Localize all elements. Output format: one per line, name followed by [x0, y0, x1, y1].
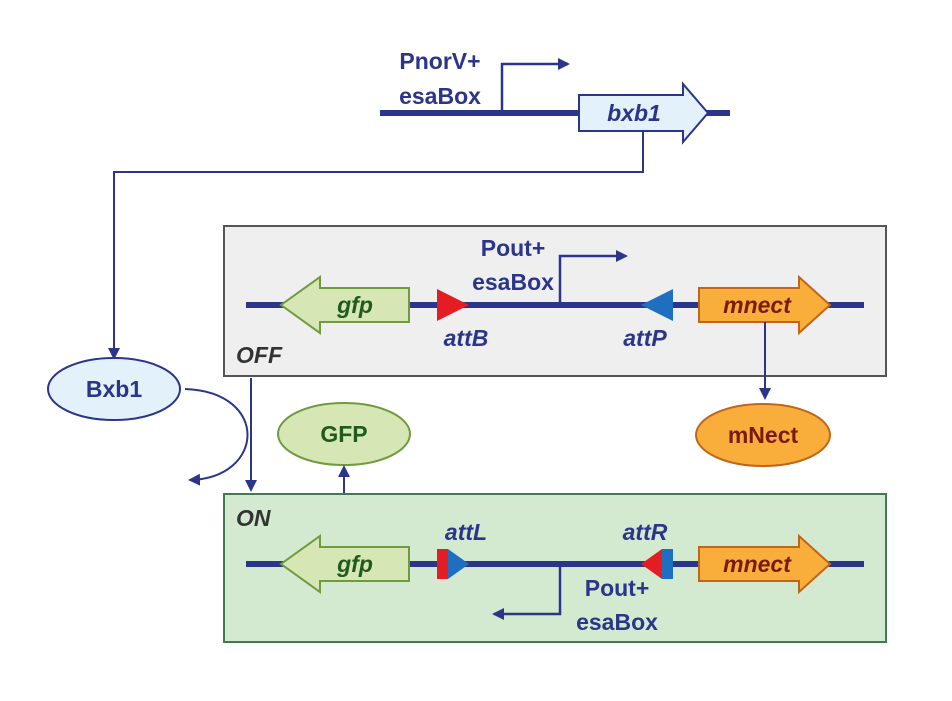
- recombination-curved-arrow-icon: [184, 388, 249, 486]
- bxb1-expression-arrow: [108, 131, 644, 360]
- on-mnect-gene-arrow: [698, 533, 832, 595]
- top-promoter-label-line2: esaBox: [399, 83, 481, 109]
- gfp-protein-label: GFP: [320, 421, 367, 447]
- bxb1-protein-ellipse: [47, 357, 181, 421]
- attl-site-marker: [437, 549, 469, 579]
- top-construct: PnorV+ esaBox bxb1: [380, 48, 730, 145]
- off-state-panel: gfp attB Pout+ esaBox attP mnect OFF: [223, 225, 887, 377]
- off-gfp-gene-label: gfp: [336, 292, 373, 318]
- on-promoter-label-line1: Pout+: [585, 575, 650, 601]
- on-gfp-gene-label: gfp: [336, 551, 373, 577]
- off-mnect-gene-arrow: [698, 274, 832, 336]
- top-promoter-bent-arrow-icon: [500, 58, 570, 111]
- top-promoter-label-line1: PnorV+: [399, 48, 480, 74]
- bxb1-gene-label: bxb1: [607, 100, 661, 126]
- on-promoter-bent-arrow-icon: [492, 566, 562, 620]
- attb-site-marker: [437, 289, 469, 321]
- on-state-panel: gfp attL Pout+ esaBox attR mnect ON: [223, 493, 887, 643]
- attr-red-part: [641, 549, 662, 579]
- attl-blue-part: [448, 549, 469, 579]
- on-attl-label: attL: [445, 519, 487, 545]
- off-attb-label: attB: [444, 325, 489, 351]
- attl-red-part: [437, 549, 448, 579]
- on-promoter-label-line2: esaBox: [576, 609, 658, 635]
- bxb1-protein-label: Bxb1: [86, 376, 142, 402]
- off-mnect-gene-label: mnect: [723, 292, 792, 318]
- mnect-protein-ellipse: [695, 403, 831, 467]
- bxb1-gene-arrow: [578, 81, 710, 145]
- attr-blue-part: [662, 549, 673, 579]
- on-state-label: ON: [236, 505, 271, 531]
- attp-site-marker: [641, 289, 673, 321]
- on-attr-label: attR: [623, 519, 668, 545]
- off-promoter-label-line1: Pout+: [481, 235, 546, 261]
- off-state-label: OFF: [236, 342, 283, 368]
- off-promoter-bent-arrow-icon: [558, 250, 628, 303]
- off-attp-label: attP: [623, 325, 667, 351]
- on-gfp-gene-arrow: [279, 534, 410, 594]
- off-promoter-label-line2: esaBox: [472, 269, 554, 295]
- on-mnect-gene-label: mnect: [723, 551, 792, 577]
- mnect-protein-label: mNect: [728, 422, 799, 448]
- off-gfp-gene-arrow: [279, 275, 410, 335]
- attr-site-marker: [641, 549, 673, 579]
